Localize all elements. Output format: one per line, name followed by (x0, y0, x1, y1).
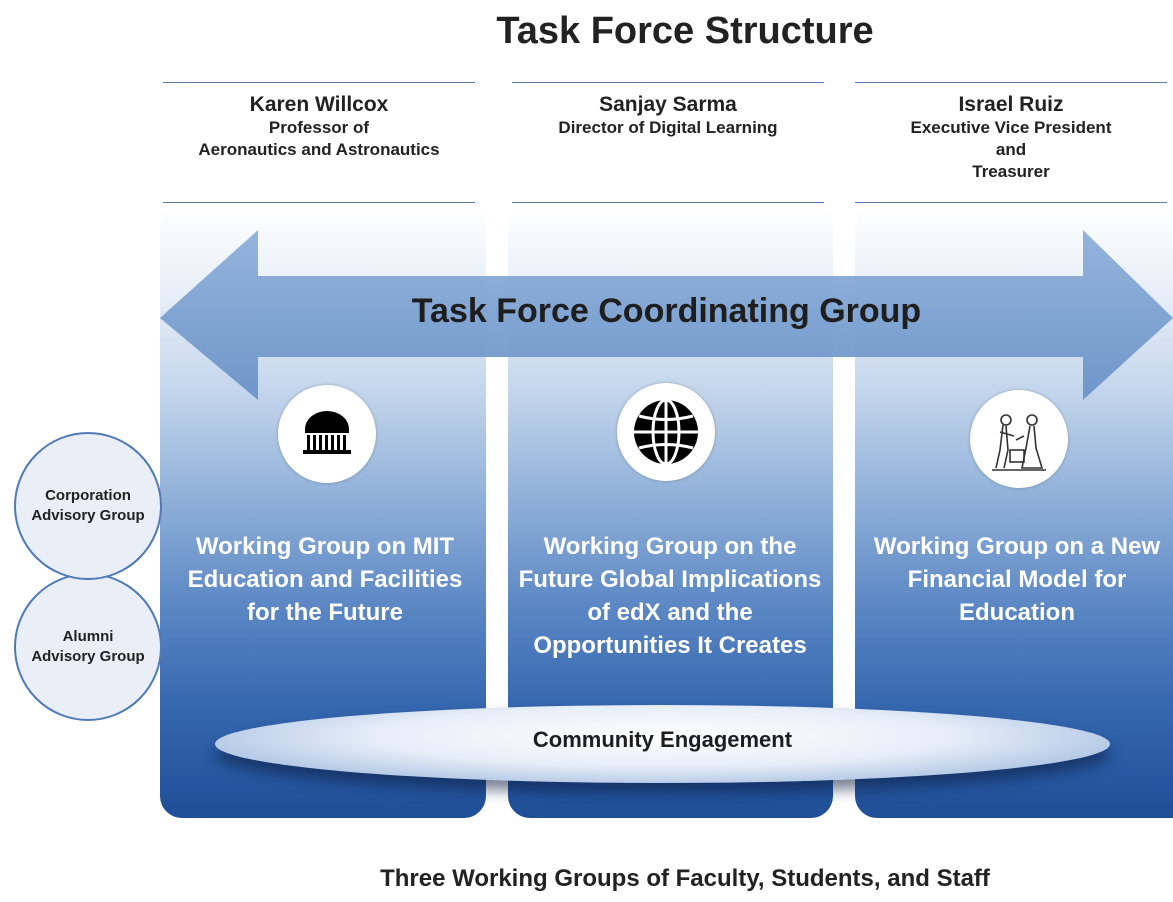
community-engagement-ellipse (215, 705, 1110, 783)
divider (163, 82, 475, 83)
working-group-title-1: Working Group on MIT Education and Facil… (187, 533, 463, 626)
divider (855, 202, 1167, 203)
divider (512, 82, 824, 83)
dome-icon (278, 385, 376, 483)
coordinating-group-label: Task Force Coordinating Group (411, 292, 922, 330)
diagram-title: Task Force Structure (496, 10, 874, 52)
leader-name: Israel Ruiz (958, 93, 1064, 116)
divider (512, 202, 824, 203)
leader-name: Karen Willcox (249, 93, 389, 116)
leader-willcox: Karen Willcox Professor of Aeronautics a… (163, 82, 475, 203)
leader-role: Professor of Aeronautics and Astronautic… (198, 118, 440, 159)
leader-role: Director of Digital Learning (558, 118, 778, 137)
leader-name: Sanjay Sarma (599, 93, 737, 116)
footer-caption: Three Working Groups of Faculty, Student… (380, 865, 990, 892)
globe-icon (617, 383, 715, 481)
leader-role: Executive Vice President and Treasurer (910, 118, 1112, 181)
leader-ruiz: Israel Ruiz Executive Vice President and… (855, 82, 1167, 203)
leader-sarma: Sanjay Sarma Director of Digital Learnin… (512, 82, 824, 203)
alumni-advisory-group: Alumni Advisory Group (14, 573, 162, 721)
coordinating-double-arrow (160, 230, 1173, 400)
divider (855, 82, 1167, 83)
community-engagement-label: Community Engagement (532, 727, 793, 752)
working-group-title-3: Working Group on a New Financial Model f… (873, 533, 1161, 626)
corporation-advisory-group: Corporation Advisory Group (14, 432, 162, 580)
working-group-title-2: Working Group on the Future Global Impli… (518, 533, 822, 659)
seal-icon (970, 390, 1068, 488)
divider (163, 202, 475, 203)
